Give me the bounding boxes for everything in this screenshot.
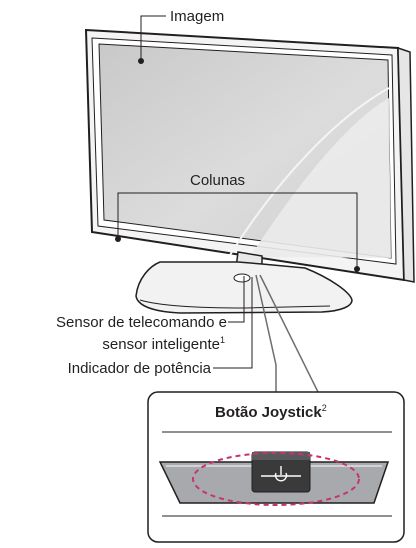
label-remote-sensor-line1: Sensor de telecomando e [56, 314, 227, 331]
footnote-1-marker: 1 [219, 335, 225, 345]
power-icon [274, 466, 288, 482]
joystick-highlight [192, 452, 360, 506]
label-power-indicator: Indicador de potência [67, 360, 211, 377]
speakers-callout-line [117, 192, 358, 269]
footnote-2-marker: 2 [321, 403, 327, 413]
label-remote-sensor-text: sensor inteligente [102, 336, 220, 353]
screen-reflection [250, 98, 391, 258]
label-screen: Imagem [170, 8, 225, 25]
joystick-title-text: Botão Joystick [215, 404, 322, 421]
zoom-line-left [255, 274, 277, 392]
monitor-frame [84, 28, 415, 283]
power-callout-line [213, 277, 253, 369]
screen-callout-line [140, 15, 166, 61]
label-remote-sensor-line2: sensor inteligente1 [102, 335, 225, 355]
label-speakers: Colunas [190, 172, 246, 189]
joystick-title: Botão Joystick2 [215, 403, 327, 421]
sensor-callout-line [228, 276, 245, 323]
zoom-line-right [259, 274, 319, 393]
joystick-detail-box [147, 391, 405, 543]
